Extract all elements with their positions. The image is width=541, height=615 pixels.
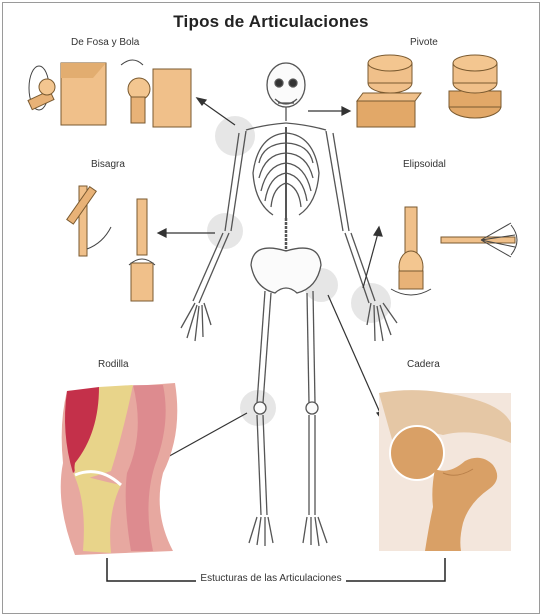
ellipsoid-illustration: [391, 207, 517, 295]
label-ellipsoid: Elipsoidal: [403, 159, 446, 170]
hip-illustration: [379, 390, 511, 551]
diagram-title: Tipos de Articulaciones: [3, 12, 539, 32]
ball-socket-illustration: [28, 60, 191, 127]
shoulder-highlight: [215, 116, 255, 156]
knee-illustration: [61, 383, 178, 555]
joints-illustration: [3, 3, 539, 613]
label-ball-socket: De Fosa y Bola: [71, 37, 139, 48]
label-pivot: Pivote: [410, 37, 438, 48]
hinge-illustration: [67, 186, 155, 301]
label-knee: Rodilla: [98, 359, 129, 370]
pivot-illustration: [357, 55, 501, 127]
footer-caption: Estucturas de las Articulaciones: [3, 573, 539, 584]
footer-caption-text: Estucturas de las Articulaciones: [196, 573, 345, 584]
label-hinge: Bisagra: [91, 159, 125, 170]
label-hip: Cadera: [407, 359, 440, 370]
